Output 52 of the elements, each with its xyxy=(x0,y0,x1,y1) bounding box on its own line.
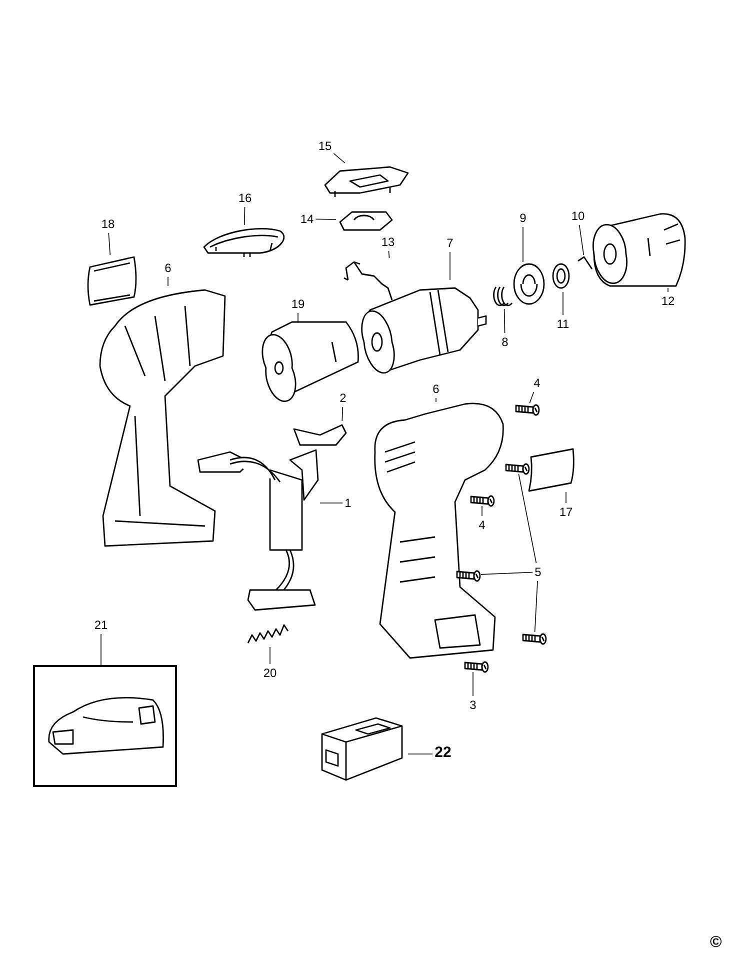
callout-number: 7 xyxy=(446,236,454,250)
callout-number: 8 xyxy=(502,335,508,349)
washer-drawing xyxy=(512,262,546,307)
motor-drawing xyxy=(262,322,362,402)
leader-line xyxy=(578,224,584,256)
leader-line xyxy=(388,250,390,258)
callout-number: 21 xyxy=(94,618,108,632)
leader-line xyxy=(315,218,336,220)
callout-number: 22 xyxy=(434,746,452,760)
leader-line xyxy=(342,406,344,422)
screw-drawing xyxy=(515,403,540,415)
leader-line xyxy=(518,474,537,564)
callout-number: 9 xyxy=(520,211,526,225)
callout-number: 5 xyxy=(534,565,542,579)
callout-number: 15 xyxy=(318,139,332,153)
callout-number: 4 xyxy=(478,518,486,532)
leader-line xyxy=(562,292,564,316)
callout-number: 12 xyxy=(661,294,675,308)
copyright-mark: © xyxy=(710,934,722,952)
leader-line xyxy=(108,232,111,256)
leader-line xyxy=(529,392,534,404)
callout-number: 16 xyxy=(238,191,252,205)
screw-drawing xyxy=(470,494,495,506)
screw-drawing xyxy=(464,660,489,672)
inset-frame xyxy=(33,665,177,787)
callout-number: 18 xyxy=(101,217,115,231)
leader-line xyxy=(472,672,474,696)
leader-line xyxy=(504,308,506,334)
callout-number: 13 xyxy=(381,235,395,249)
leader-line xyxy=(534,580,538,632)
callout-number: 11 xyxy=(556,317,570,331)
callout-number: 19 xyxy=(291,297,305,311)
callout-number: 4 xyxy=(534,376,540,390)
screw-drawing xyxy=(456,569,481,581)
callout-number: 1 xyxy=(344,496,352,510)
callout-number: 3 xyxy=(470,698,476,712)
callout-number: 2 xyxy=(340,391,346,405)
label-plate-drawing xyxy=(86,255,138,307)
leader-line xyxy=(320,502,344,504)
callout-number: 6 xyxy=(164,261,172,275)
screw-drawing xyxy=(505,462,530,474)
leader-line xyxy=(100,634,102,666)
screw-drawing xyxy=(522,632,547,644)
callout-number: 20 xyxy=(263,666,277,680)
callout-number: 10 xyxy=(571,209,585,223)
leader-line xyxy=(480,572,534,575)
callout-number: 14 xyxy=(300,212,314,226)
callout-number: 17 xyxy=(559,505,573,519)
leader-line xyxy=(244,206,246,226)
leader-line xyxy=(333,153,346,164)
leader-line xyxy=(522,226,524,262)
callout-number: 6 xyxy=(432,382,440,396)
